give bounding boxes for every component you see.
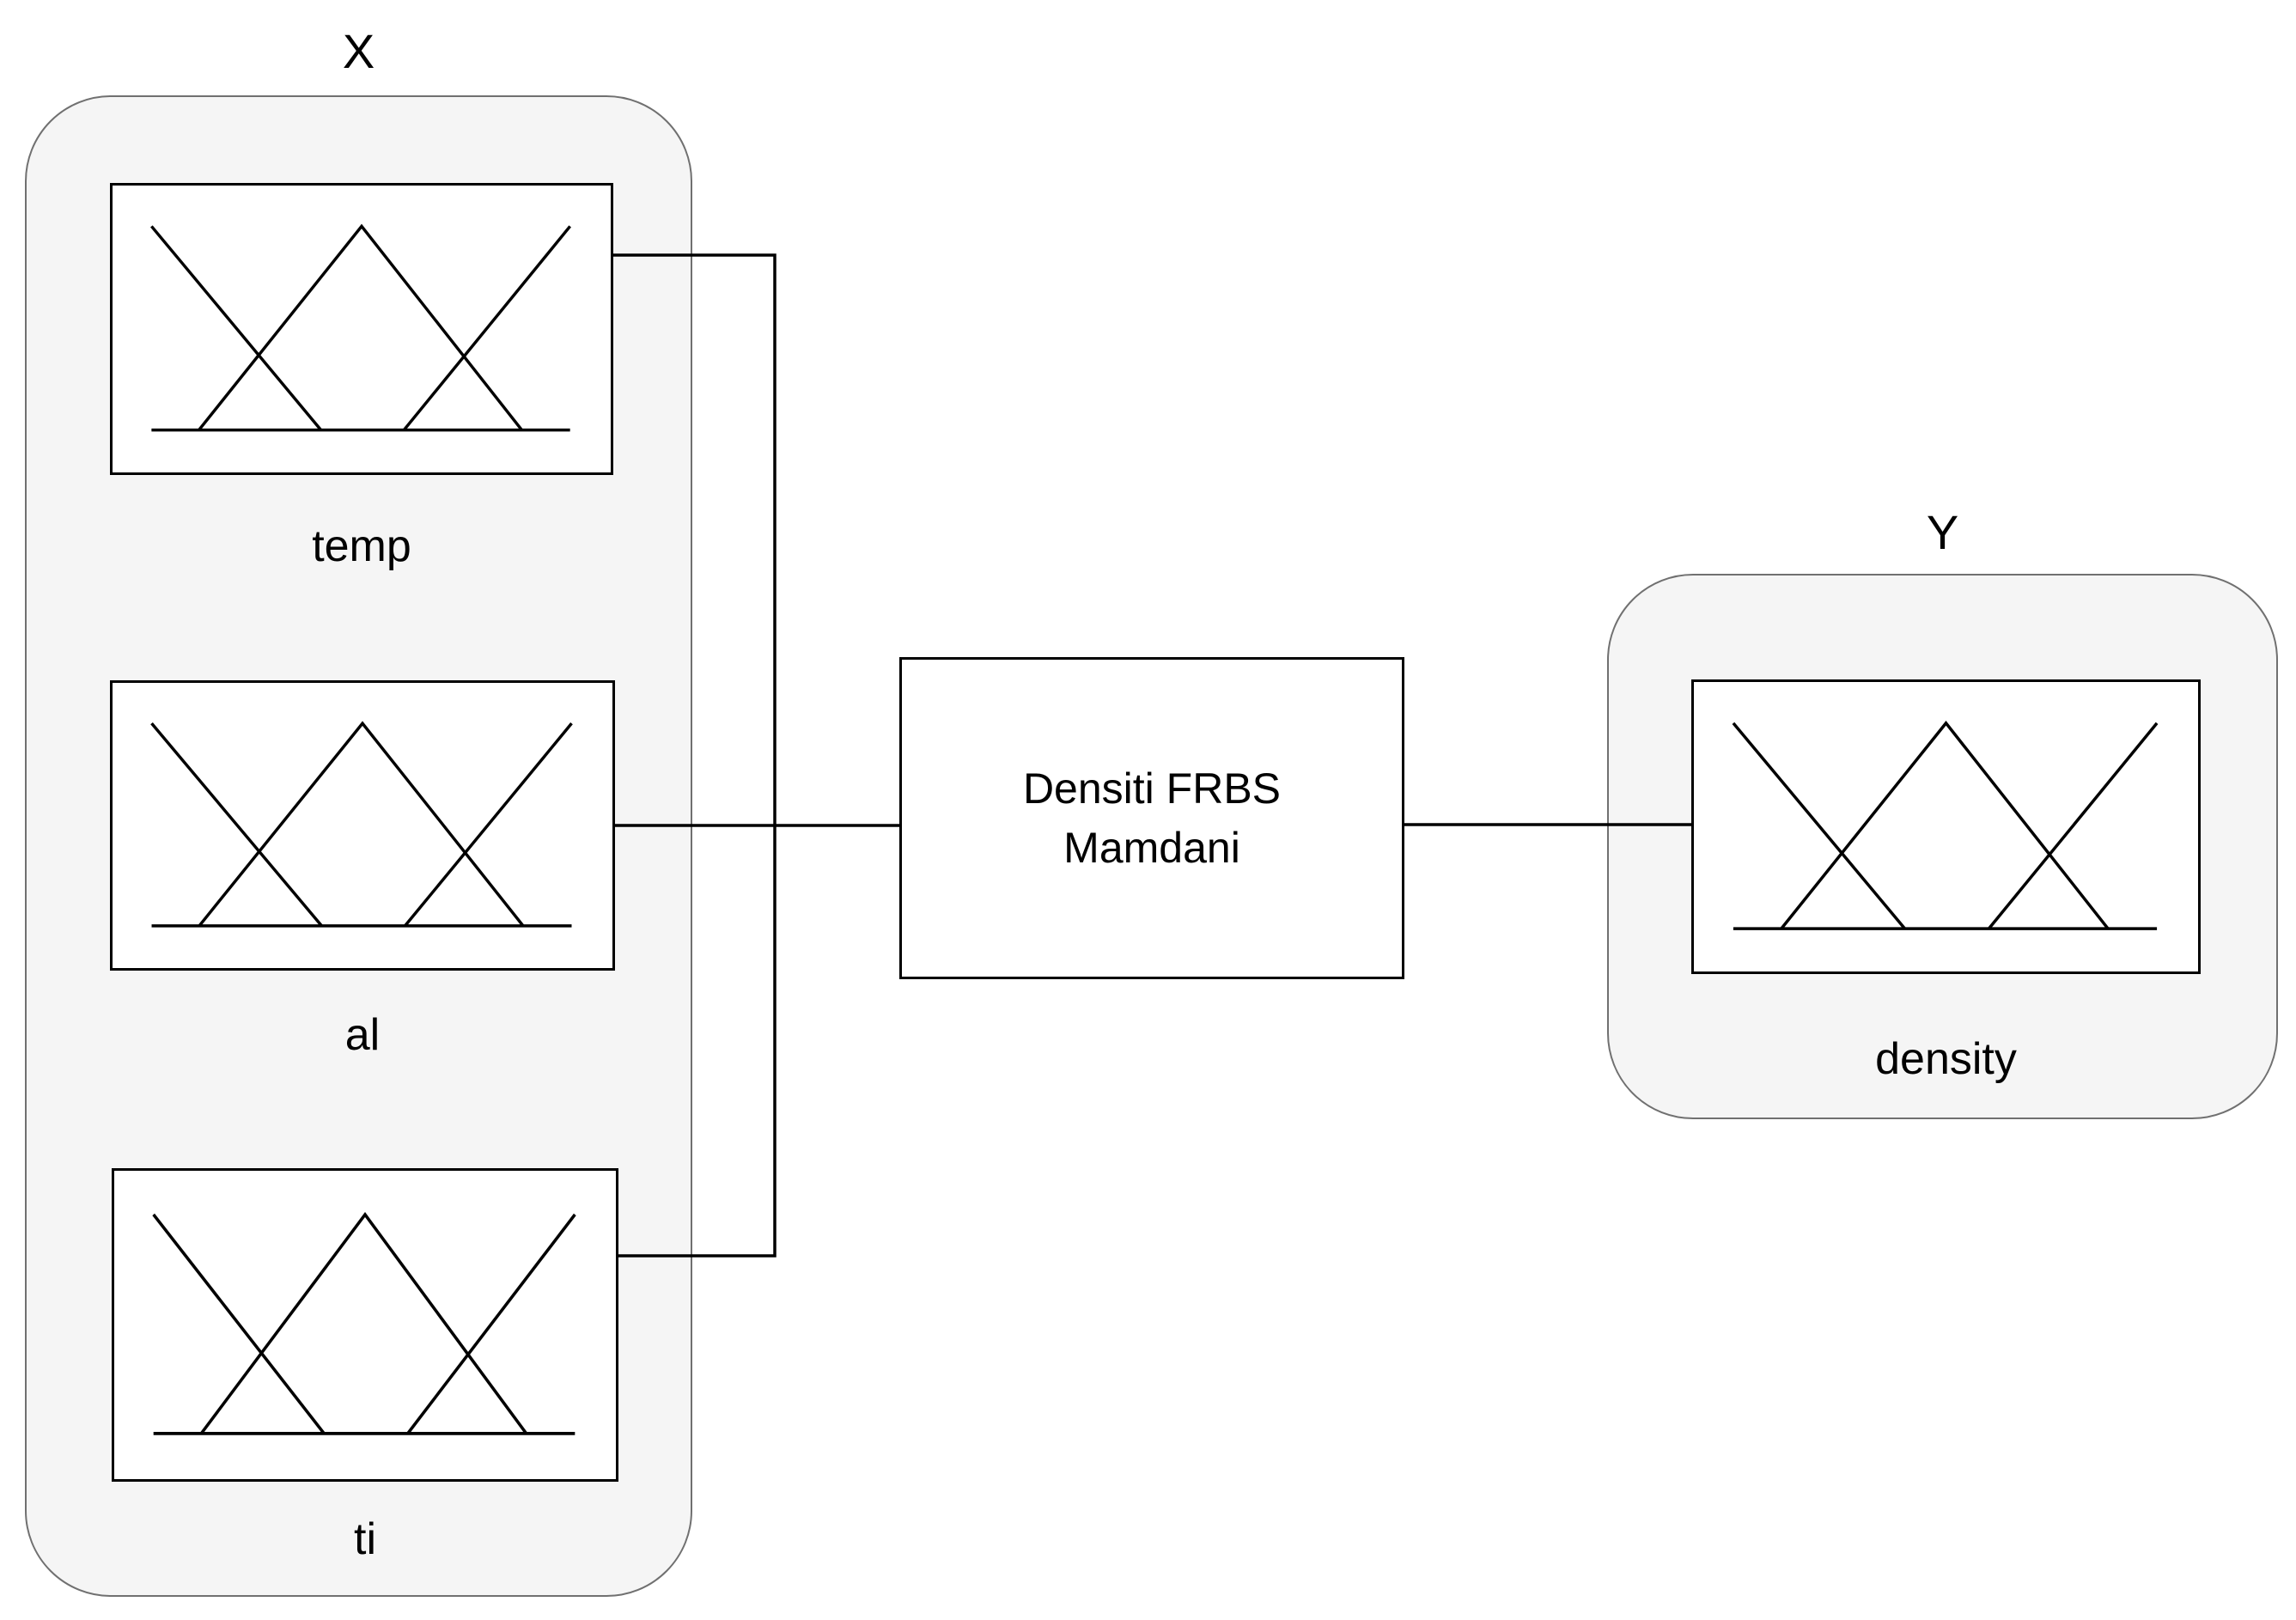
membership-functions-icon <box>1732 721 2159 930</box>
node-density-label: density <box>1875 1034 2017 1084</box>
node-ti <box>112 1168 618 1482</box>
node-temp <box>110 183 613 475</box>
process-box-text-line1: Densiti FRBS <box>1022 764 1282 813</box>
membership-functions-icon <box>150 223 571 432</box>
input-group-label: X <box>342 24 375 78</box>
node-process-frbs-mamdani: Densiti FRBS Mamdani <box>899 657 1404 979</box>
node-temp-label: temp <box>312 521 411 571</box>
output-group-label: Y <box>1926 505 1959 559</box>
membership-functions-icon <box>150 721 573 928</box>
node-density <box>1691 679 2201 974</box>
node-al <box>110 680 615 971</box>
membership-functions-icon <box>152 1211 576 1435</box>
process-box-text-line2: Mamdani <box>1063 823 1240 872</box>
node-al-label: al <box>344 1010 381 1060</box>
node-ti-label: ti <box>354 1514 376 1564</box>
process-box-text: Densiti FRBS Mamdani <box>902 660 1402 977</box>
